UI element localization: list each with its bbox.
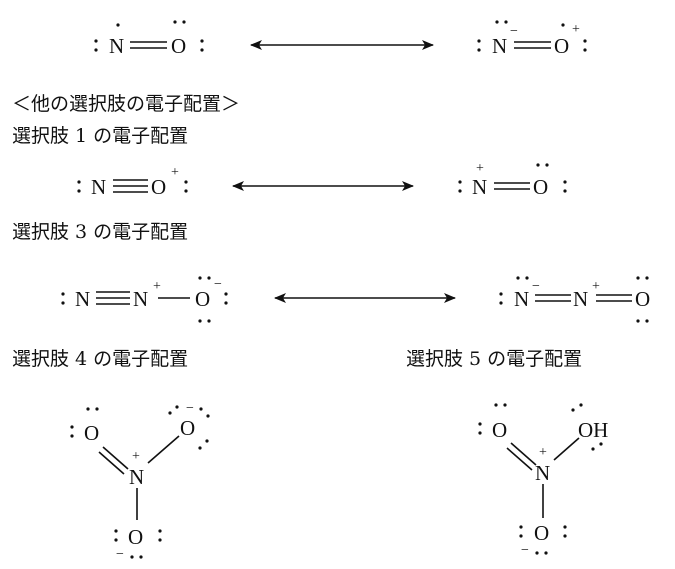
choice1-structure-b: + N O xyxy=(458,161,567,199)
charge-plus: + xyxy=(171,165,179,180)
atom-n: N xyxy=(472,175,487,199)
lone-pair-dots xyxy=(70,405,210,559)
atom-n: N xyxy=(133,287,148,311)
double-bond xyxy=(514,41,551,49)
charge-plus: + xyxy=(476,161,484,176)
double-bond xyxy=(494,182,530,190)
atom-n: N xyxy=(91,175,106,199)
atom-oh: OH xyxy=(578,418,608,442)
lone-pair-dots xyxy=(94,20,204,52)
atom-n: N xyxy=(514,287,529,311)
charge-minus: − xyxy=(510,24,518,39)
single-bond xyxy=(147,435,180,464)
triple-bond xyxy=(96,291,130,305)
atom-o: O xyxy=(195,287,210,311)
charge-plus: + xyxy=(153,279,161,294)
double-bond xyxy=(98,446,129,475)
heading-other-choices: ＜他の選択肢の電子配置＞ xyxy=(12,93,240,115)
double-bond xyxy=(130,41,167,49)
lone-pair-dots xyxy=(477,20,587,52)
charge-minus: − xyxy=(521,543,529,558)
heading-choice-1: 選択肢 1 の電子配置 xyxy=(12,125,188,147)
heading-choice-4: 選択肢 4 の電子配置 xyxy=(12,348,188,370)
charge-plus: + xyxy=(539,445,547,460)
atom-n: N xyxy=(535,461,550,485)
charge-plus: + xyxy=(592,279,600,294)
choice1-structure-a: N O + xyxy=(77,165,188,199)
charge-minus: − xyxy=(214,277,222,292)
atom-o: O xyxy=(171,34,186,58)
atom-n: N xyxy=(492,34,507,58)
atom-o: O xyxy=(534,521,549,545)
choice3-structure-b: N − N + O xyxy=(499,276,650,323)
heading-choice-5: 選択肢 5 の電子配置 xyxy=(406,348,582,370)
double-bond xyxy=(596,294,632,302)
atom-o: O xyxy=(554,34,569,58)
charge-minus: − xyxy=(116,547,124,562)
atom-o: O xyxy=(84,421,99,445)
atom-o: O xyxy=(151,175,166,199)
no-structure-b: N − O + xyxy=(477,20,587,58)
charge-minus: − xyxy=(186,401,194,416)
atom-o: O xyxy=(180,416,195,440)
atom-o: O xyxy=(492,418,507,442)
lone-pair-dots xyxy=(458,163,567,193)
double-bond xyxy=(506,442,537,471)
choice3-structure-a: N N + O − xyxy=(61,276,228,323)
atom-o: O xyxy=(533,175,548,199)
no-structure-a: N O xyxy=(94,20,204,58)
atom-o: O xyxy=(128,525,143,549)
triple-bond xyxy=(113,179,148,193)
lone-pair-dots xyxy=(61,276,228,323)
atom-n: N xyxy=(129,465,144,489)
lone-pair-dots xyxy=(77,180,188,193)
charge-plus: + xyxy=(132,449,140,464)
double-bond xyxy=(535,294,571,302)
choice4-structure: O O − + N O − xyxy=(70,401,210,562)
single-bond xyxy=(553,437,580,461)
lone-pair-dots xyxy=(478,403,603,555)
heading-choice-3: 選択肢 3 の電子配置 xyxy=(12,221,188,243)
atom-o: O xyxy=(635,287,650,311)
charge-minus: − xyxy=(532,279,540,294)
choice5-structure: O OH + N O − xyxy=(478,403,608,558)
atom-n: N xyxy=(573,287,588,311)
charge-plus: + xyxy=(572,22,580,37)
atom-n: N xyxy=(75,287,90,311)
lone-pair-dots xyxy=(499,276,649,323)
atom-n: N xyxy=(109,34,124,58)
